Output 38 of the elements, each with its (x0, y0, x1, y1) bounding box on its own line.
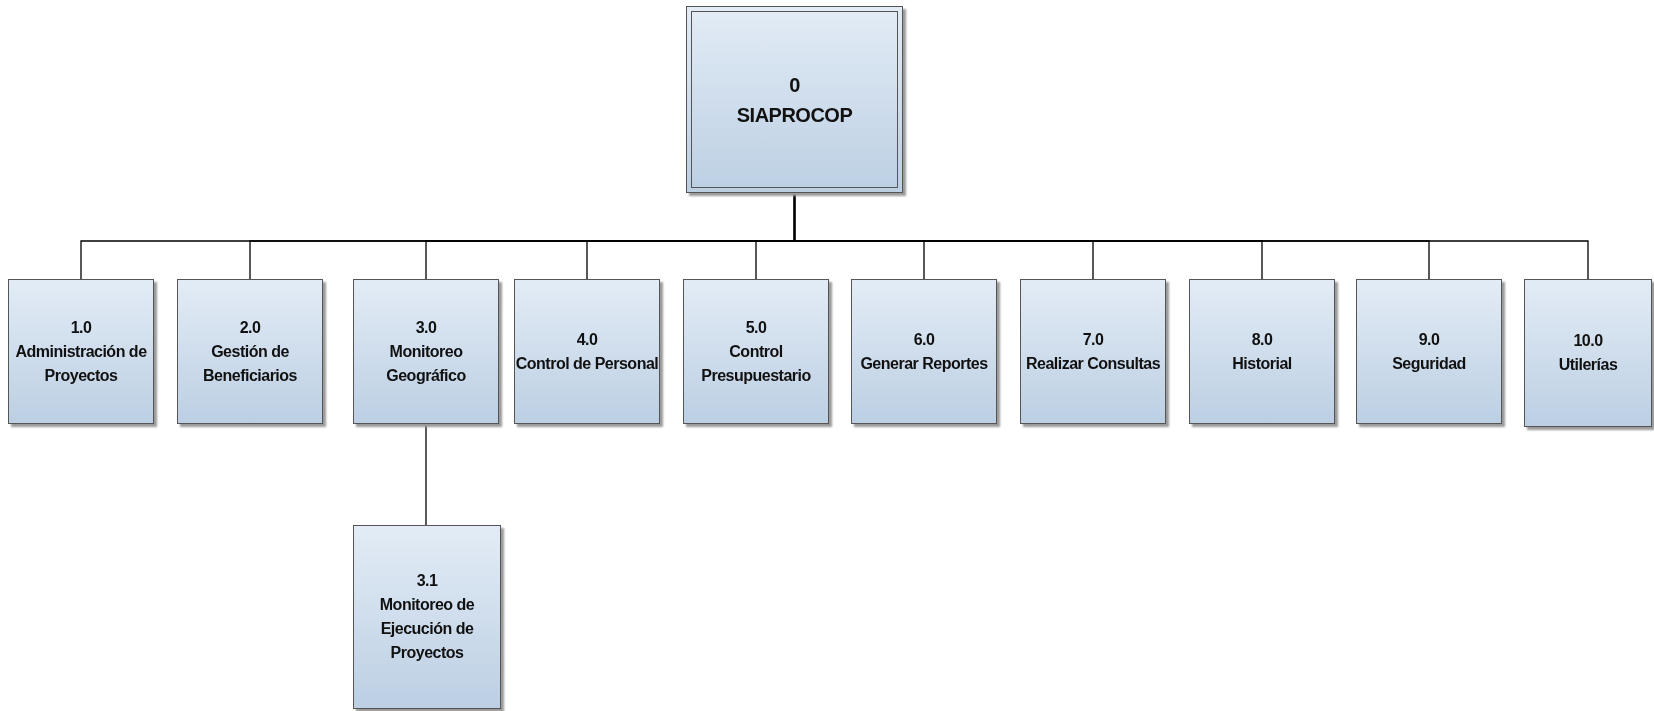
function-box (353, 525, 501, 709)
box-title: SIAPROCOP (736, 102, 853, 128)
box-number: 7.0 (1082, 329, 1104, 350)
function-box (851, 279, 997, 424)
function-box (353, 279, 499, 424)
box-title: Gestión de Beneficiarios (202, 341, 298, 386)
box-number: 10.0 (1573, 331, 1603, 351)
box-title: Generar Reportes (860, 353, 988, 374)
box-number: 5.0 (745, 317, 767, 338)
box-number: 6.0 (913, 329, 935, 350)
box-title: Realizar Consultas (1025, 353, 1161, 374)
box-number: 1.0 (70, 317, 92, 338)
function-box (177, 279, 323, 424)
box-number: 4.0 (576, 329, 598, 350)
function-box (1189, 279, 1335, 424)
box-title: Seguridad (1392, 353, 1466, 374)
function-box (686, 6, 903, 193)
box-title: Monitoreo Geográfico (385, 341, 467, 386)
box-number: 0 (789, 72, 800, 98)
box-number: 2.0 (239, 317, 261, 338)
box-number: 3.1 (416, 571, 438, 591)
function-box (1356, 279, 1502, 424)
function-box (8, 279, 154, 424)
connector-line (793, 192, 1589, 280)
box-title: Historial (1232, 353, 1292, 374)
box-number: 9.0 (1418, 329, 1440, 350)
box-title: Control Presupuestario (700, 341, 812, 386)
function-box (1020, 279, 1166, 424)
box-title: Control de Personal (515, 353, 659, 374)
box-number: 3.0 (415, 317, 437, 338)
function-box (683, 279, 829, 424)
function-box (514, 279, 660, 424)
box-number: 8.0 (1251, 329, 1273, 350)
function-box (1524, 279, 1652, 427)
box-title: Monitoreo de Ejecución de Proyectos (378, 595, 476, 663)
box-title: Administración de Proyectos (14, 341, 148, 386)
box-title: Utilerías (1558, 355, 1618, 375)
connector-line (425, 423, 427, 526)
